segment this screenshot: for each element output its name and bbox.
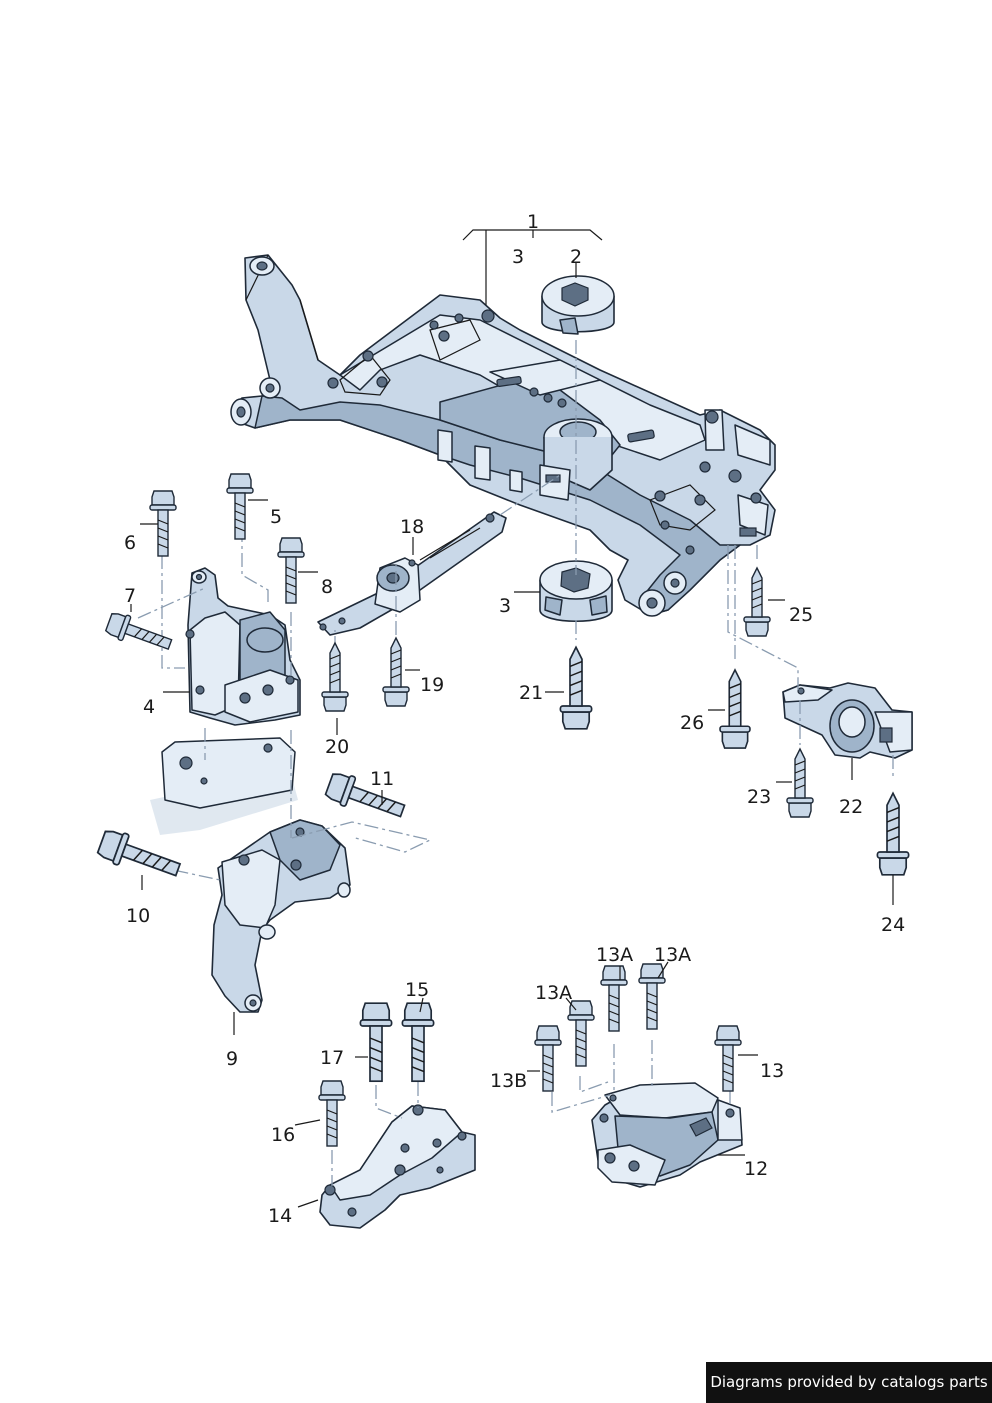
bolt-16	[318, 1080, 346, 1147]
label-4: 4	[143, 696, 155, 718]
gearbox-support-bracket	[211, 819, 351, 1013]
bolt-15	[401, 1002, 435, 1083]
transmission-mount	[591, 1082, 743, 1188]
label-20: 20	[325, 736, 349, 758]
bolt-24	[876, 792, 910, 876]
label-1: 1	[527, 211, 539, 233]
label-13b: 13B	[490, 1070, 527, 1092]
label-6: 6	[124, 532, 136, 554]
label-25: 25	[789, 604, 813, 626]
label-16: 16	[271, 1124, 295, 1146]
label-11: 11	[370, 768, 394, 790]
label-3-bottom: 3	[499, 595, 511, 617]
lower-rubber-bushing	[539, 560, 613, 622]
label-9: 9	[226, 1048, 238, 1070]
bolt-23	[786, 748, 814, 818]
upper-rubber-bushing	[541, 275, 615, 335]
bolt-13a-1	[567, 1000, 595, 1067]
subframe	[230, 254, 776, 617]
label-12: 12	[744, 1158, 768, 1180]
bolt-17	[359, 1002, 393, 1083]
bolt-11	[323, 768, 409, 827]
bolt-13	[714, 1025, 742, 1092]
part-labels: 1 3 2 5 18 6 8 7 3 25 19 21 4 26 20 11 2…	[124, 211, 905, 1227]
label-13a-1: 13A	[535, 982, 572, 1004]
label-18: 18	[400, 516, 424, 538]
pendulum-support	[317, 511, 507, 636]
label-23: 23	[747, 786, 771, 808]
label-5: 5	[270, 506, 282, 528]
label-14: 14	[268, 1205, 292, 1227]
bolt-21	[559, 646, 593, 730]
bolt-5	[226, 473, 254, 540]
label-17: 17	[320, 1047, 344, 1069]
centre-lines	[137, 340, 894, 1186]
label-13a-2: 13A	[596, 944, 633, 966]
body-bracket	[150, 737, 298, 835]
label-13a-3: 13A	[654, 944, 691, 966]
label-13: 13	[760, 1060, 784, 1082]
bolt-10	[95, 825, 185, 886]
bolt-8	[277, 537, 305, 604]
label-21: 21	[519, 682, 543, 704]
bolt-20	[321, 642, 349, 712]
bolt-19	[382, 637, 410, 707]
label-19: 19	[420, 674, 444, 696]
bolt-13a-2	[600, 965, 628, 1032]
label-15: 15	[405, 979, 429, 1001]
label-3-top: 3	[512, 246, 524, 268]
label-22: 22	[839, 796, 863, 818]
label-2: 2	[570, 246, 582, 268]
bolt-26	[719, 669, 751, 749]
gearbox-bracket-lower	[319, 1104, 476, 1229]
bolt-13b	[534, 1025, 562, 1092]
rear-mount-bracket	[782, 682, 913, 759]
label-26: 26	[680, 712, 704, 734]
label-24: 24	[881, 914, 905, 936]
label-10: 10	[126, 905, 150, 927]
bolt-25	[743, 567, 771, 637]
leader-lines	[130, 229, 894, 1208]
label-8: 8	[321, 576, 333, 598]
watermark-banner: Diagrams provided by catalogs parts	[706, 1362, 992, 1403]
label-7: 7	[124, 585, 136, 607]
engine-mount	[185, 567, 301, 726]
